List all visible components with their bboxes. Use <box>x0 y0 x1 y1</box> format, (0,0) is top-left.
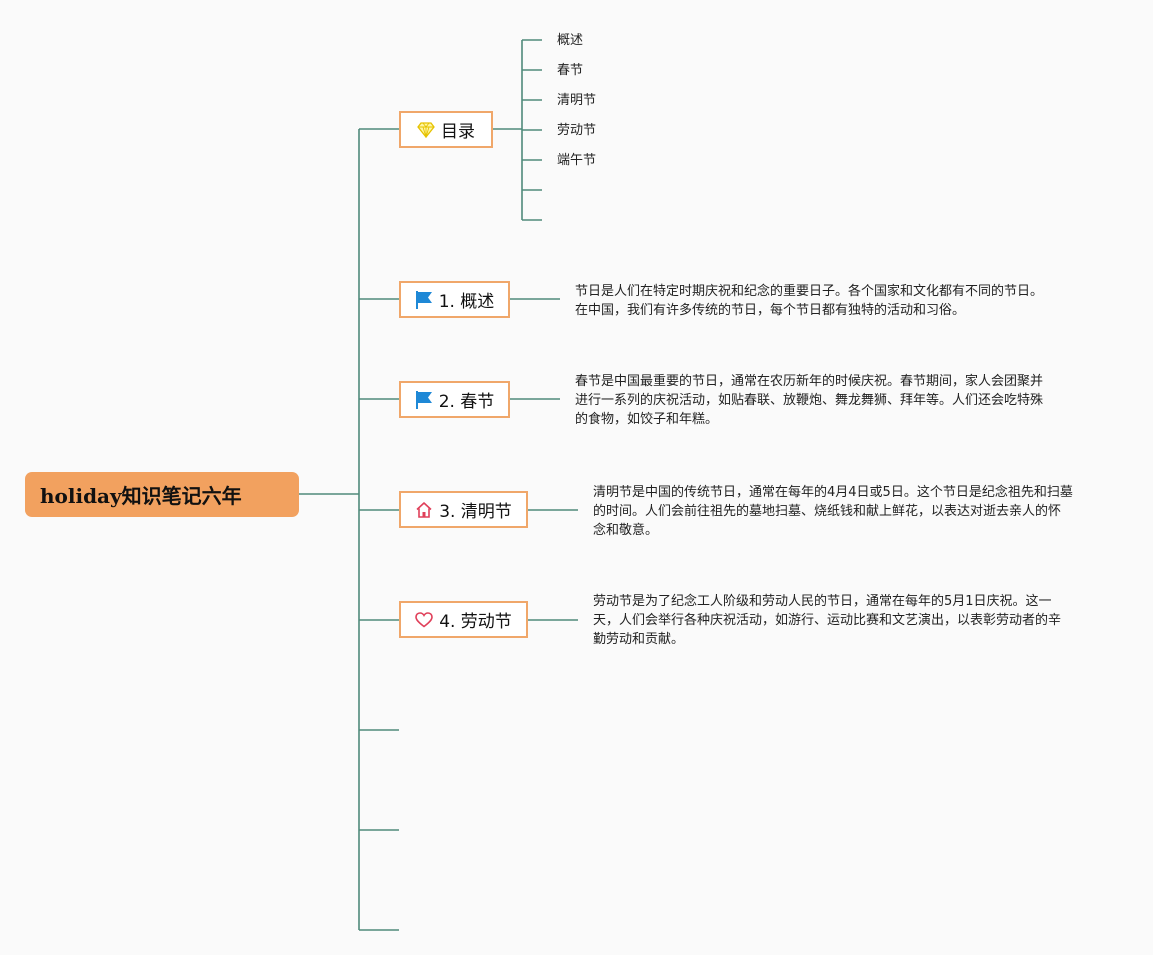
root-topic-label: holiday知识笔记六年 <box>40 484 242 508</box>
topic-overview-node[interactable]: 1. 概述 <box>399 281 510 318</box>
topic-labor-day-label: 4. 劳动节 <box>439 612 512 632</box>
home-icon <box>415 501 433 519</box>
topic-spring-festival-node[interactable]: 2. 春节 <box>399 381 510 418</box>
toc-item-dragon-boat[interactable]: 端午节 <box>557 153 597 168</box>
topic-spring-festival-label: 2. 春节 <box>438 392 495 412</box>
topic-overview-label: 1. 概述 <box>438 292 495 312</box>
diamond-icon <box>417 121 435 138</box>
topic-labor-day-description: 劳动节是为了纪念工人阶级和劳动人民的节日，通常在每年的5月1日庆祝。这一天，人们… <box>593 594 1062 647</box>
topic-spring-festival-description: 春节是中国最重要的节日，通常在农历新年的时候庆祝。春节期间，家人会团聚并进行一系… <box>575 374 1044 427</box>
toc-item-labor-day[interactable]: 劳动节 <box>557 123 597 138</box>
topic-labor-day-node[interactable]: 4. 劳动节 <box>399 601 528 638</box>
heart-icon <box>415 611 433 628</box>
topic-qingming-label: 3. 清明节 <box>439 502 512 522</box>
toc-node[interactable]: 目录 <box>399 111 493 148</box>
flag-icon <box>415 390 433 410</box>
toc-item-overview[interactable]: 概述 <box>557 33 584 48</box>
topic-qingming-description: 清明节是中国的传统节日，通常在每年的4月4日或5日。这个节日是纪念祖先和扫墓的时… <box>593 485 1073 538</box>
toc-item-qingming[interactable]: 清明节 <box>557 93 597 108</box>
topic-overview-description: 节日是人们在特定时期庆祝和纪念的重要日子。各个国家和文化都有不同的节日。在中国，… <box>575 284 1044 318</box>
flag-icon <box>415 290 433 310</box>
root-topic[interactable]: holiday知识笔记六年 <box>25 472 299 517</box>
toc-node-label: 目录 <box>441 122 475 142</box>
topic-qingming-node[interactable]: 3. 清明节 <box>399 491 528 528</box>
toc-item-spring-festival[interactable]: 春节 <box>557 63 584 78</box>
